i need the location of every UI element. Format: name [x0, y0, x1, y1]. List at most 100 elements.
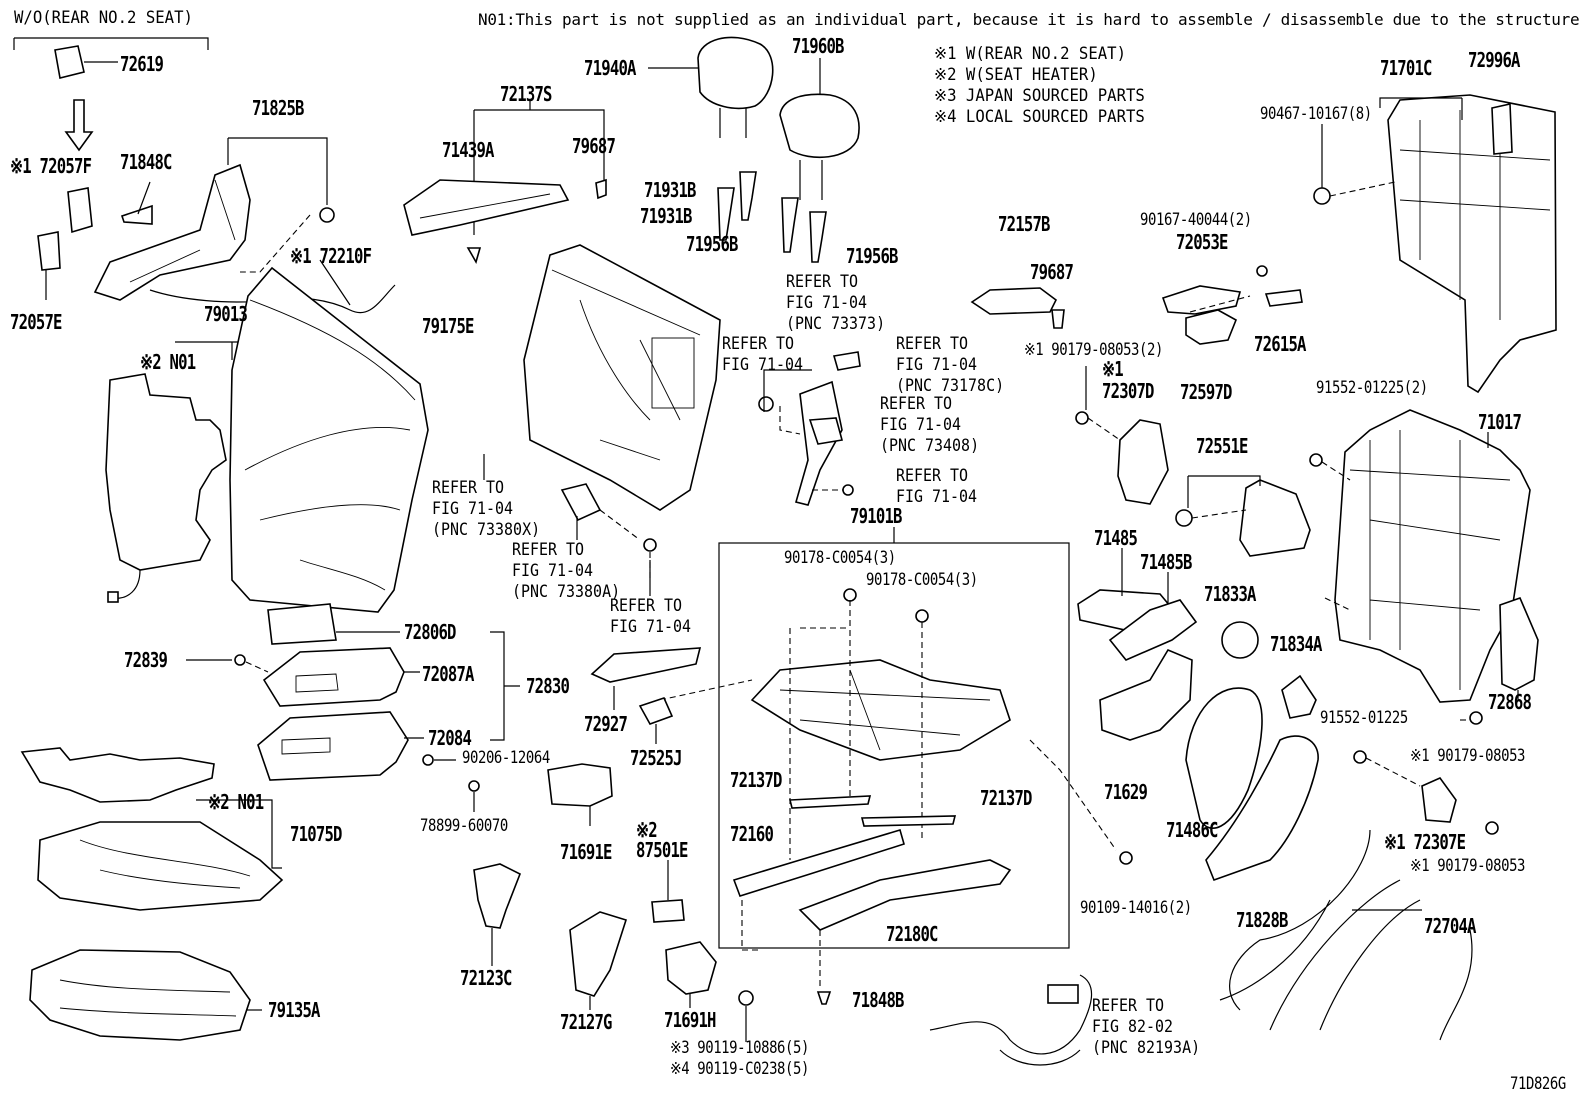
seatback-board-shape: [523, 244, 721, 511]
part-label[interactable]: ※1 90179-08053(2): [1024, 340, 1164, 360]
part-label[interactable]: 72551E: [1196, 434, 1248, 458]
part-label[interactable]: 71691E: [560, 840, 612, 864]
part-72127G-shape: [569, 911, 628, 997]
part-label[interactable]: 79135A: [268, 998, 320, 1022]
part-label[interactable]: 71017: [1478, 410, 1522, 434]
refer-note[interactable]: REFER TO FIG 71-04: [722, 334, 804, 375]
part-label[interactable]: 72053E: [1176, 230, 1228, 254]
seat-pad-79135A-shape: [29, 949, 251, 1041]
part-label[interactable]: 90467-10167(8): [1260, 104, 1372, 124]
refer-note[interactable]: REFER TO FIG 71-04 (PNC 73408): [880, 394, 980, 456]
part-label[interactable]: 72084: [428, 726, 472, 750]
part-label[interactable]: ※1 72210F: [290, 244, 372, 268]
part-label[interactable]: 90178-C0054(3): [866, 570, 978, 590]
part-label[interactable]: 71485B: [1140, 550, 1192, 574]
part-label[interactable]: 72137D: [980, 786, 1032, 810]
part-label[interactable]: 72160: [730, 822, 774, 846]
part-label[interactable]: ※3 90119-10886(5): [670, 1038, 810, 1058]
part-label[interactable]: 91552-01225(2): [1316, 378, 1428, 398]
part-label[interactable]: 71629: [1104, 780, 1148, 804]
part-label[interactable]: 72127G: [560, 1010, 612, 1034]
part-label[interactable]: 71848C: [120, 150, 172, 174]
refer-note[interactable]: REFER TO FIG 71-04 (PNC 73178C): [896, 334, 1005, 396]
part-label[interactable]: 72619: [120, 52, 164, 76]
part-label[interactable]: 72868: [1488, 690, 1532, 714]
part-label[interactable]: 71439A: [442, 138, 494, 162]
part-label[interactable]: 71691H: [664, 1008, 716, 1032]
part-label[interactable]: ※2 N01: [208, 790, 264, 814]
part-label[interactable]: 79013: [204, 302, 248, 326]
part-label[interactable]: 72123C: [460, 966, 512, 990]
part-label[interactable]: ※1 90179-08053: [1410, 856, 1526, 876]
part-label[interactable]: ※2 87501E: [636, 818, 688, 862]
part-label[interactable]: ※1 72307D: [1102, 357, 1154, 403]
part-label[interactable]: 71956B: [686, 232, 738, 256]
part-71439A-shape: [403, 179, 570, 236]
figure-code: 71D826G: [1510, 1074, 1566, 1094]
part-label[interactable]: 72806D: [404, 620, 456, 644]
part-label[interactable]: 72525J: [630, 746, 682, 770]
part-label[interactable]: ※1 72307E: [1384, 830, 1466, 854]
part-label[interactable]: 72839: [124, 648, 168, 672]
part-label[interactable]: ※4 90119-C0238(5): [670, 1059, 810, 1079]
part-label[interactable]: 72927: [584, 712, 628, 736]
legend-item: ※3 JAPAN SOURCED PARTS: [934, 86, 1145, 106]
refer-note[interactable]: REFER TO FIG 71-04 (PNC 73380A): [512, 540, 621, 602]
part-label[interactable]: 71848B: [852, 988, 904, 1012]
part-label[interactable]: 72137S: [500, 82, 552, 106]
part-label[interactable]: 72597D: [1180, 380, 1232, 404]
part-label[interactable]: 71075D: [290, 822, 342, 846]
refer-note[interactable]: REFER TO FIG 71-04: [896, 466, 978, 507]
part-label[interactable]: 71940A: [584, 56, 636, 80]
part-label[interactable]: 71825B: [252, 96, 304, 120]
part-label[interactable]: 72137D: [730, 768, 782, 792]
part-label[interactable]: 72057E: [10, 310, 62, 334]
part-label[interactable]: 79175E: [422, 314, 474, 338]
legend-item: ※2 W(SEAT HEATER): [934, 65, 1098, 85]
seatback-cushion-shape: [229, 266, 429, 613]
part-label[interactable]: 91552-01225: [1320, 708, 1408, 728]
variant-bracket: [13, 37, 209, 50]
part-label[interactable]: 90206-12064: [462, 748, 550, 768]
part-label[interactable]: 72704A: [1424, 914, 1476, 938]
part-label[interactable]: 79687: [1030, 260, 1074, 284]
part-label[interactable]: 90178-C0054(3): [784, 548, 896, 568]
part-label[interactable]: 71833A: [1204, 582, 1256, 606]
legend-item: ※1 W(REAR NO.2 SEAT): [934, 44, 1127, 64]
part-label[interactable]: ※2 N01: [140, 350, 196, 374]
part-label[interactable]: 71486C: [1166, 818, 1218, 842]
legend-item: ※4 LOCAL SOURCED PARTS: [934, 107, 1145, 127]
part-label[interactable]: ※1 90179-08053: [1410, 746, 1526, 766]
arrow-icon: [64, 99, 94, 152]
part-label[interactable]: 71931B: [644, 178, 696, 202]
refer-note[interactable]: REFER TO FIG 82-02 (PNC 82193A): [1092, 996, 1201, 1058]
part-label[interactable]: 90109-14016(2): [1080, 898, 1192, 918]
part-label[interactable]: 79687: [572, 134, 616, 158]
part-72806D-shape: [267, 603, 337, 645]
part-label[interactable]: 72180C: [886, 922, 938, 946]
part-72619-shape: [54, 45, 85, 79]
part-label[interactable]: 90167-40044(2): [1140, 210, 1252, 230]
part-72057F-shape: [67, 187, 93, 234]
part-label[interactable]: 72615A: [1254, 332, 1306, 356]
part-label[interactable]: 72087A: [422, 662, 474, 686]
part-label[interactable]: 72830: [526, 674, 570, 698]
part-71833A-shape: [1221, 621, 1259, 659]
part-72057E-shape: [37, 231, 61, 271]
part-label[interactable]: 71485: [1094, 526, 1138, 550]
part-label[interactable]: 78899-60070: [420, 816, 508, 836]
part-label[interactable]: 72157B: [998, 212, 1050, 236]
part-label[interactable]: 71701C: [1380, 56, 1432, 80]
refer-note[interactable]: REFER TO FIG 71-04 (PNC 73373): [786, 272, 886, 334]
refer-note[interactable]: REFER TO FIG 71-04 (PNC 73380X): [432, 478, 541, 540]
part-label[interactable]: 71960B: [792, 34, 844, 58]
refer-note[interactable]: REFER TO FIG 71-04: [610, 596, 692, 637]
part-label[interactable]: 79101B: [850, 504, 902, 528]
part-label[interactable]: 71828B: [1236, 908, 1288, 932]
part-label[interactable]: ※1 72057F: [10, 154, 92, 178]
part-label[interactable]: 71834A: [1270, 632, 1322, 656]
part-label[interactable]: 72996A: [1468, 48, 1520, 72]
part-label[interactable]: 71956B: [846, 244, 898, 268]
part-label[interactable]: 71931B: [640, 204, 692, 228]
